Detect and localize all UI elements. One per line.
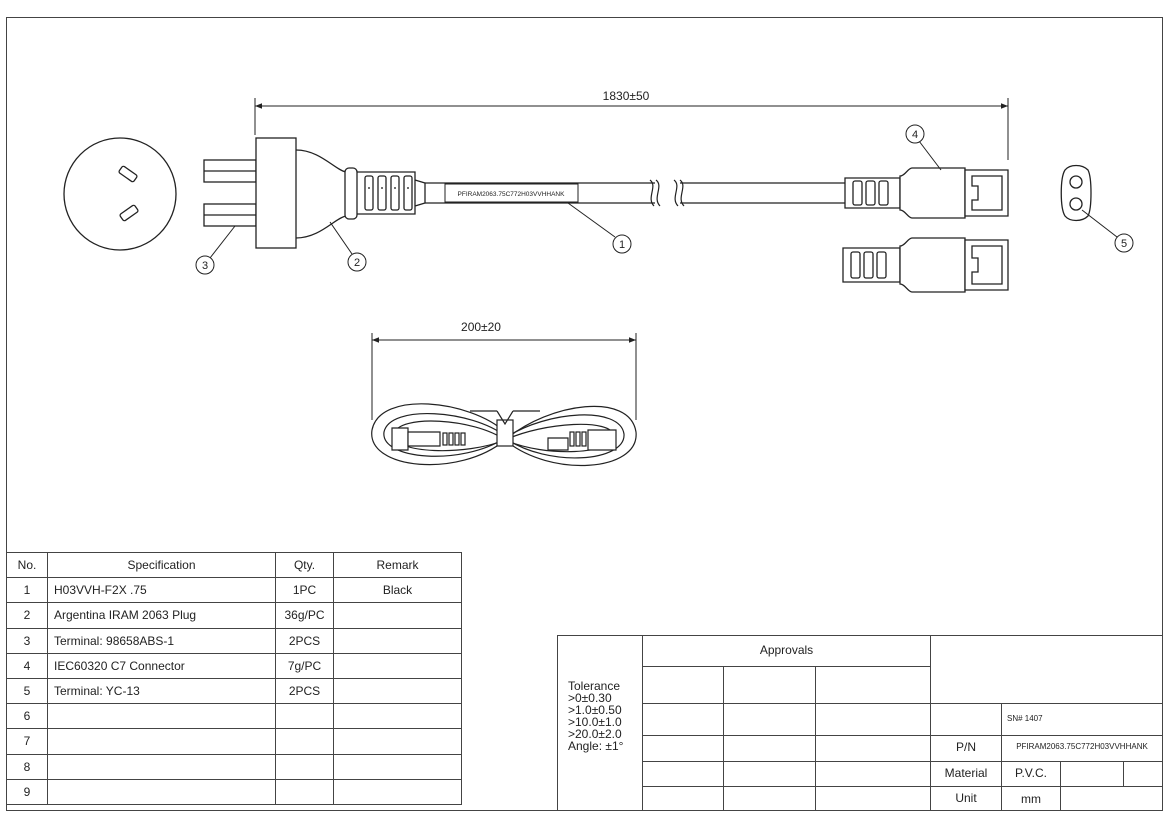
coil-length-label: 200±20: [461, 320, 501, 334]
cable: [425, 179, 845, 207]
balloon-4-label: 4: [912, 129, 918, 141]
row-no: 3: [6, 627, 48, 654]
row-qty: [275, 778, 334, 805]
balloon-5: [1081, 209, 1134, 253]
row-spec: [47, 778, 276, 805]
balloon-1-label: 1: [619, 239, 625, 251]
balloon-3-label: 3: [202, 260, 208, 272]
row-spec: Terminal: YC-13: [47, 677, 276, 705]
c7-connector-top: [844, 167, 1009, 219]
table-header-row: No. Specification Qty. Remark: [6, 551, 462, 579]
specification-table: No. Specification Qty. Remark 1 H03VVH-F…: [6, 551, 462, 805]
table-row: 2 Argentina IRAM 2063 Plug 36g/PC: [6, 602, 462, 629]
unit-value: mm: [1021, 792, 1041, 806]
tolerance-value: >20.0±2.0: [568, 727, 622, 741]
row-qty: [275, 753, 334, 780]
row-remark: [333, 753, 462, 780]
table-row: 1 H03VVH-F2X .75 1PC Black: [6, 577, 462, 604]
row-no: 6: [6, 703, 48, 730]
row-no: 1: [6, 577, 48, 604]
row-remark: [333, 602, 462, 629]
row-no: 5: [6, 677, 48, 705]
row-remark: [333, 778, 462, 805]
serial-number: SN# 1407: [1007, 714, 1043, 723]
row-spec: [47, 728, 276, 755]
overall-length-label: 1830±50: [603, 89, 650, 103]
balloon-2-label: 2: [354, 257, 360, 269]
row-spec: H03VVH-F2X .75: [47, 577, 276, 604]
table-row: 8: [6, 753, 462, 780]
row-remark: [333, 728, 462, 755]
title-block: Tolerance >0±0.30 >1.0±0.50 >10.0±1.0 >2…: [557, 635, 1163, 811]
plug-face-view: [63, 137, 177, 251]
row-qty: [275, 703, 334, 730]
row-remark: [333, 627, 462, 654]
pn-label: P/N: [955, 740, 976, 754]
pn-value: PFIRAM2063.75C772H03VVHHANK: [1016, 742, 1148, 751]
row-spec: [47, 703, 276, 730]
coiled-cable-view: [371, 403, 637, 466]
cable-print-label: PFIRAM2063.75C772H03VVHHANK: [458, 191, 566, 198]
row-qty: [275, 728, 334, 755]
balloon-2: [329, 221, 367, 272]
header-no: No.: [6, 551, 48, 579]
tolerance-label: Tolerance: [568, 679, 621, 693]
row-no: 7: [6, 728, 48, 755]
plug-side-view: [203, 137, 426, 249]
row-remark: Black: [333, 577, 462, 604]
header-remark: Remark: [333, 551, 462, 579]
header-specification: Specification: [47, 551, 276, 579]
tolerance-value: >0±0.30: [568, 691, 612, 705]
balloon-1: [567, 202, 632, 254]
tolerance-value: Angle: ±1°: [568, 739, 624, 753]
approvals-label: Approvals: [759, 643, 814, 657]
unit-label: Unit: [955, 791, 977, 805]
coil-length-dimension: 200±20: [371, 320, 637, 420]
row-qty: 36g/PC: [275, 602, 334, 629]
balloon-5-label: 5: [1121, 238, 1127, 250]
material-label: Material: [944, 766, 988, 780]
row-no: 2: [6, 602, 48, 629]
table-row: 5 Terminal: YC-13 2PCS: [6, 677, 462, 705]
row-remark: [333, 703, 462, 730]
row-no: 9: [6, 778, 48, 805]
overall-length-dimension: 1830±50: [254, 89, 1009, 160]
row-remark: [333, 652, 462, 679]
tolerance-value: >10.0±1.0: [568, 715, 622, 729]
tolerance-block: Tolerance >0±0.30 >1.0±0.50 >10.0±1.0 >2…: [568, 680, 642, 752]
row-qty: 1PC: [275, 577, 334, 604]
drawing-frame: [6, 17, 1163, 811]
row-no: 8: [6, 753, 48, 780]
terminal-end-view: [1060, 164, 1092, 222]
header-qty: Qty.: [275, 551, 334, 579]
row-qty: 2PCS: [275, 677, 334, 705]
row-qty: 7g/PC: [275, 652, 334, 679]
material-value: P.V.C.: [1014, 766, 1048, 780]
table-row: 6: [6, 703, 462, 730]
table-row: 4 IEC60320 C7 Connector 7g/PC: [6, 652, 462, 679]
tolerance-value: >1.0±0.50: [568, 703, 622, 717]
table-row: 9: [6, 778, 462, 805]
row-spec: Argentina IRAM 2063 Plug: [47, 602, 276, 629]
row-remark: [333, 677, 462, 705]
balloon-4: [905, 124, 942, 171]
row-no: 4: [6, 652, 48, 679]
table-row: 3 Terminal: 98658ABS-1 2PCS: [6, 627, 462, 654]
row-spec: IEC60320 C7 Connector: [47, 652, 276, 679]
row-spec: [47, 753, 276, 780]
c7-connector-bottom: [842, 237, 1009, 293]
row-spec: Terminal: 98658ABS-1: [47, 627, 276, 654]
table-row: 7: [6, 728, 462, 755]
row-qty: 2PCS: [275, 627, 334, 654]
balloon-3: [195, 225, 236, 275]
